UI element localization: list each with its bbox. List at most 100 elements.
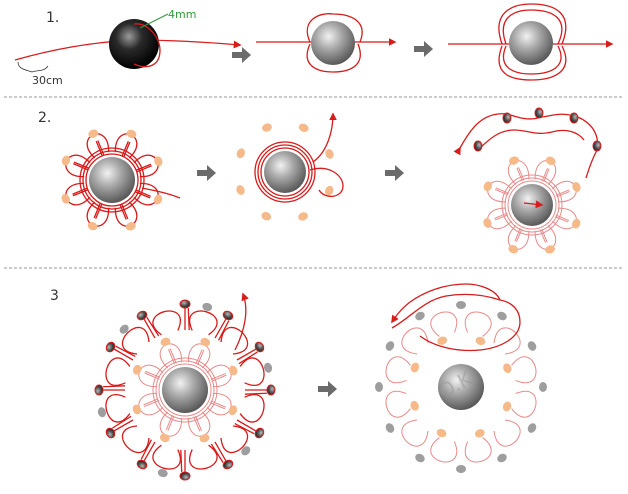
small-bead-orange — [545, 156, 556, 165]
small-bead-orange — [261, 212, 272, 221]
center-bead — [89, 157, 135, 203]
step-arrow-2 — [414, 41, 433, 57]
small-bead-gray — [119, 324, 129, 334]
step-3-frame-a — [94, 292, 276, 481]
step-2-frame-c — [453, 107, 602, 254]
small-bead-orange — [228, 405, 238, 416]
step-arrow-5 — [318, 381, 337, 397]
small-bead-gray — [254, 427, 265, 439]
right-arrow-icon — [232, 47, 251, 63]
small-bead-gray — [592, 140, 602, 152]
small-bead-gray — [456, 301, 466, 309]
step-3-frame-b — [375, 283, 547, 473]
right-arrow-icon — [318, 381, 337, 397]
small-bead-gray — [179, 471, 191, 481]
small-bead-gray — [527, 423, 537, 433]
step-1-label: 1. — [46, 10, 59, 26]
small-bead-orange — [160, 337, 171, 346]
small-bead-orange — [236, 185, 245, 195]
bead-size-label: 4mm — [168, 8, 196, 21]
small-bead-gray — [415, 311, 425, 321]
small-bead-gray — [222, 459, 234, 470]
small-bead-gray — [222, 310, 234, 321]
step-arrow-4 — [385, 165, 404, 181]
small-bead-gray — [497, 453, 507, 463]
small-bead-gray — [473, 140, 483, 152]
small-bead-gray — [202, 302, 213, 312]
small-bead-gray — [385, 423, 395, 433]
thread-length-label: 30cm — [32, 74, 63, 87]
small-bead-orange — [325, 149, 334, 159]
right-arrow-icon — [414, 41, 433, 57]
small-bead-orange — [437, 336, 448, 345]
right-arrow-icon — [385, 165, 404, 181]
small-bead-orange — [61, 193, 70, 204]
step-1-frame-c — [448, 3, 614, 81]
center-bead — [511, 184, 553, 226]
small-bead-orange — [236, 148, 245, 159]
small-bead-orange — [159, 433, 170, 443]
center-bead — [264, 151, 306, 193]
small-bead-orange — [298, 123, 309, 132]
step-1-frame-b — [256, 13, 397, 73]
small-bead-gray — [136, 459, 148, 470]
step-1-frame-a: 4mm 30cm — [14, 8, 242, 87]
small-bead-orange — [572, 182, 581, 192]
small-bead-gray — [254, 341, 265, 353]
small-bead-orange — [132, 364, 142, 375]
small-bead-gray — [136, 310, 148, 321]
small-bead-gray — [266, 384, 276, 396]
small-bead-orange — [483, 181, 492, 192]
center-bead — [438, 364, 484, 410]
small-bead-orange — [88, 129, 99, 138]
center-bead-black — [109, 19, 159, 69]
small-bead-gray — [502, 112, 512, 124]
small-bead-gray — [375, 382, 383, 392]
step-2-label: 2. — [38, 110, 51, 126]
small-bead-orange — [509, 156, 519, 165]
small-bead-gray — [97, 407, 107, 418]
small-bead-gray — [105, 341, 116, 353]
right-arrow-icon — [197, 165, 216, 181]
small-bead-gray — [527, 341, 537, 351]
small-bead-orange — [87, 221, 98, 231]
step-arrow-1 — [232, 47, 251, 63]
step-2-frame-a — [61, 129, 181, 231]
small-bead-orange — [125, 222, 136, 231]
small-bead-gray — [105, 427, 116, 439]
small-bead-orange — [132, 404, 141, 415]
small-bead-orange — [325, 185, 334, 196]
small-bead-orange — [262, 123, 272, 132]
small-bead-orange — [199, 434, 210, 443]
step-arrow-3 — [197, 165, 216, 181]
small-bead-gray — [569, 112, 579, 124]
small-bead-orange — [436, 428, 447, 438]
step-2-frame-b — [236, 112, 344, 221]
small-bead-orange — [572, 218, 581, 229]
small-bead-gray — [94, 384, 104, 396]
small-bead-orange — [474, 429, 485, 438]
small-bead-orange — [410, 400, 419, 411]
small-bead-gray — [179, 299, 191, 309]
small-bead-orange — [410, 362, 420, 373]
small-bead-gray — [497, 311, 507, 321]
small-bead-gray — [534, 107, 544, 119]
small-bead-orange — [200, 337, 211, 347]
small-bead-gray — [241, 446, 251, 456]
small-bead-orange — [153, 194, 163, 205]
small-bead-gray — [263, 362, 273, 373]
small-bead-orange — [502, 401, 512, 412]
small-bead-orange — [503, 363, 512, 374]
small-bead-orange — [126, 129, 137, 139]
small-bead-orange — [545, 245, 555, 254]
small-bead-orange — [229, 365, 238, 376]
small-bead-orange — [475, 336, 486, 346]
step-3-label: 3 — [50, 288, 59, 304]
small-bead-orange — [508, 245, 519, 254]
small-bead-orange — [298, 212, 308, 221]
center-bead — [162, 367, 208, 413]
small-bead-orange — [483, 218, 492, 228]
small-bead-gray — [385, 341, 395, 351]
small-bead-orange — [154, 156, 163, 167]
